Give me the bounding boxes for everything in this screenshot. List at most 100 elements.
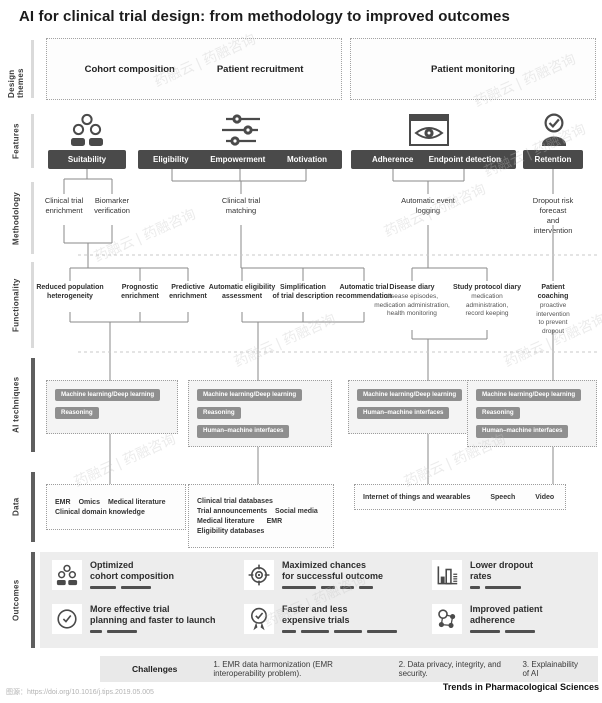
feature-bar-monitoring: Adherence Endpoint detection [351,150,516,169]
functionality-simplification-of-trial-description: Simplification of trial description [272,284,334,301]
methodology-automatic-event-logging: Automatic event logging [401,196,455,216]
functionality-predictive-enrichment: Predictive enrichment [169,284,207,301]
chip-human-machine-interfaces: Human–machine interfaces [197,425,290,438]
feature-label: Retention [534,155,572,164]
data-clinical-trial-databases: Clinical trial databases [197,497,273,505]
outcome-label: Lower dropout rates [470,560,533,582]
chip-reasoning: Reasoning [476,407,520,420]
data-omics: Omics [78,498,100,506]
row-bar [31,552,35,648]
data-trial-announcements: Trial announcements [197,507,268,515]
data-social-media: Social media [275,507,318,515]
functionality-automatic-trial-recommendation: Automatic trial recommendation [335,284,393,301]
monitor-eye-icon [406,112,452,147]
feature-suitability: Suitability [48,150,126,169]
challenge-item-1: 1. EMR data harmonization (EMR interoper… [213,660,333,678]
data-box-monitoring: Internet of things and wearables Speech … [354,484,566,510]
row-bar [31,114,34,168]
data-medical-literature: Medical literature [107,498,166,506]
outcome-lower-dropout: Lower dropout rates [432,560,533,590]
data-box-cohort: EMR Omics Medical literature Clinical do… [46,484,186,530]
functionality-sub: disease episodes, medication administrat… [374,293,450,317]
theme-patient-monitoring: Patient monitoring [431,63,515,75]
data-clinical-domain-knowledge: Clinical domain knowledge [55,508,145,516]
bar-chart-icon [432,560,462,590]
functionality-sub: medication administration, record keepin… [465,293,509,317]
network-nodes-icon [432,604,462,634]
chip-reasoning: Reasoning [197,407,241,420]
feature-endpoint-detection: Endpoint detection [428,155,501,164]
figure-title: AI for clinical trial design: from metho… [19,8,510,25]
chip-reasoning: Reasoning [55,407,99,420]
row-bar [31,40,34,98]
theme-cohort-composition: Cohort composition [84,63,175,75]
chip-machine-learning: Machine learning/Deep learning [476,389,582,402]
methodology-clinical-trial-matching: Clinical trial matching [221,196,261,216]
feature-bar-recruitment: Eligibility Empowerment Motivation [138,150,342,169]
functionality-title: Study protocol diary [452,284,522,291]
functionality-reduced-population-heterogeneity: Reduced population heterogeneity [36,284,104,301]
data-medical-literature: Medical literature [197,517,255,525]
row-bar [31,182,34,254]
functionality-prognostic-enrichment: Prognostic enrichment [121,284,159,301]
data-speech: Speech [490,493,516,501]
outcome-optimized-cohort: Optimized cohort composition [52,560,174,590]
challenges-label: Challenges [132,664,178,674]
chip-machine-learning: Machine learning/Deep learning [197,389,303,402]
row-bar [31,358,35,452]
journal-name: Trends in Pharmacological Sciences [442,682,599,692]
methodology-biomarker-verification: Biomarker verification [94,196,130,216]
row-bar [31,262,34,348]
chip-machine-learning: Machine learning/Deep learning [55,389,161,402]
dashes [282,585,383,589]
row-bar [31,472,35,542]
data-eligibility-databases: Eligibility databases [197,527,265,535]
outcome-improved-adherence: Improved patient adherence [432,604,543,634]
outcome-label: Improved patient adherence [470,604,543,626]
people-group-icon [52,560,82,590]
outcome-label: Optimized cohort composition [90,560,174,582]
functionality-disease-diary: Disease diary disease episodes, medicati… [374,283,450,318]
feature-adherence: Adherence [372,155,414,164]
outcome-label: Faster and less expensive trials [282,604,350,626]
data-emr: EMR [266,517,283,525]
person-check-icon [535,113,573,147]
medal-check-icon [244,604,274,634]
outcome-label: Maximized chances for successful outcome [282,560,384,582]
feature-empowerment: Empowerment [210,155,266,164]
source-link[interactable]: 图源：https://doi.org/10.1016/j.tips.2019.0… [6,689,154,696]
feature-retention: Retention [523,150,583,169]
dashes [90,585,174,589]
dashes [90,629,216,633]
feature-eligibility: Eligibility [153,155,189,164]
data-box-recruitment: Clinical trial databases Trial announcem… [188,484,334,548]
ai-box-recruitment: Machine learning/Deep learning Reasoning… [188,380,332,447]
data-video: Video [535,493,555,501]
theme-box-right: Patient monitoring [350,38,596,100]
challenge-item-3: 3. Explainability of AI [522,660,579,678]
theme-box-left: Cohort composition Patient recruitment [46,38,342,100]
chip-human-machine-interfaces: Human–machine interfaces [357,407,450,420]
chip-human-machine-interfaces: Human–machine interfaces [476,425,569,438]
data-iot-wearables: Internet of things and wearables [363,493,471,501]
chip-machine-learning: Machine learning/Deep learning [357,389,463,402]
challenges-bar: Challenges 1. EMR data harmonization (EM… [100,656,598,682]
functionality-title: Disease diary [389,284,435,291]
dashes [282,629,397,633]
dashes [470,585,533,589]
dashes [470,629,543,633]
ai-box-monitoring: Machine learning/Deep learning Human–mac… [348,380,488,434]
functionality-study-protocol-diary: Study protocol diary medication administ… [453,283,521,318]
outcome-faster-trials: Faster and less expensive trials [244,604,397,634]
feature-label: Suitability [67,155,107,164]
data-emr: EMR [55,498,71,506]
people-group-icon [67,112,107,147]
outcome-maximized-chances: Maximized chances for successful outcome [244,560,383,590]
theme-patient-recruitment: Patient recruitment [216,63,304,75]
outcome-effective-planning: More effective trial planning and faster… [52,604,216,634]
outcome-label: More effective trial planning and faster… [90,604,216,626]
functionality-title: Patient coaching [537,284,569,301]
ai-box-cohort: Machine learning/Deep learning Reasoning [46,380,178,434]
